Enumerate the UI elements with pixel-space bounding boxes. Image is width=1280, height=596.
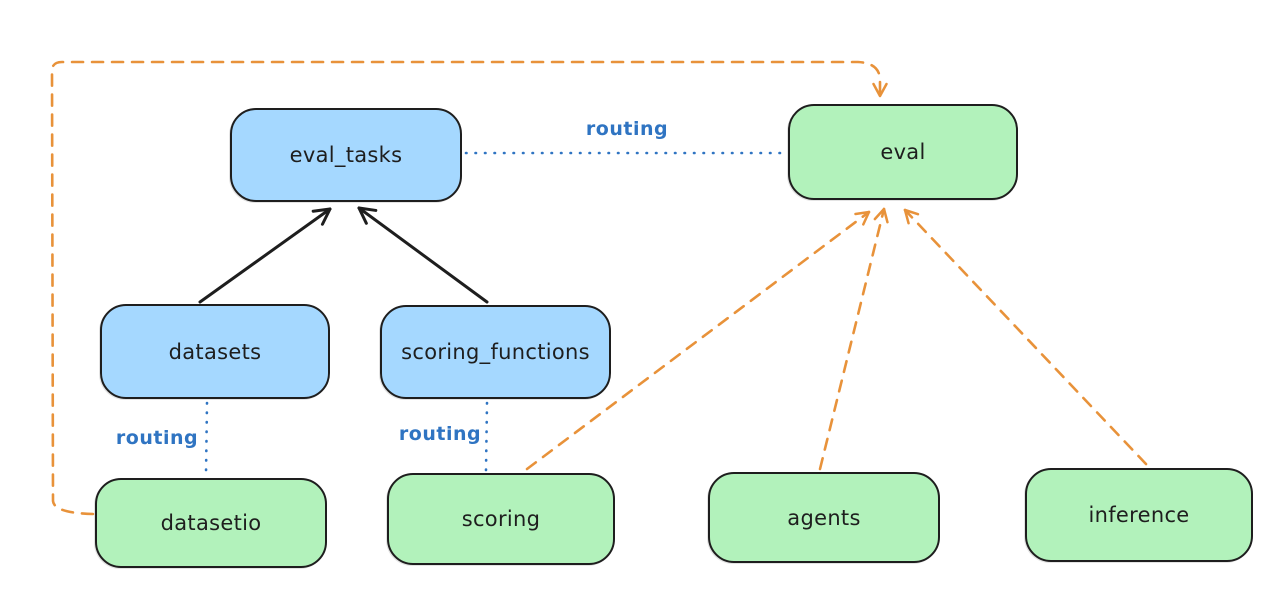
node-datasets: datasets [100,304,330,399]
node-scoring-functions: scoring_functions [380,305,611,399]
edge-scoring-functions-to-scoring-routing [484,401,489,472]
node-scoring: scoring [387,473,615,565]
node-eval-tasks-label: eval_tasks [289,143,403,167]
node-datasetio: datasetio [95,478,327,568]
edge-label-datasets-datasetio: routing [115,427,199,449]
edge-inference-to-eval [903,208,1148,466]
edge-datasets-to-datasetio-routing [204,401,209,476]
edge-label-scoring-functions-scoring: routing [398,423,482,445]
edge-scoring-to-eval [525,210,871,471]
node-eval-tasks: eval_tasks [230,108,462,202]
node-scoring-functions-label: scoring_functions [401,340,590,364]
edge-scoring-functions-to-eval-tasks [357,206,489,304]
node-eval-label: eval [880,140,926,164]
edge-label-eval-tasks-eval: routing [585,118,669,140]
node-agents: agents [708,472,940,563]
node-scoring-label: scoring [461,507,541,531]
edge-datasets-to-eval-tasks [198,207,332,304]
node-eval: eval [788,104,1018,200]
edge-agents-to-eval [818,207,889,471]
node-agents-label: agents [787,505,861,530]
node-datasetio-label: datasetio [160,511,262,535]
node-datasets-label: datasets [168,339,262,364]
edge-datasetio-to-eval [50,60,888,516]
node-inference-label: inference [1088,503,1190,527]
node-inference: inference [1025,468,1253,562]
